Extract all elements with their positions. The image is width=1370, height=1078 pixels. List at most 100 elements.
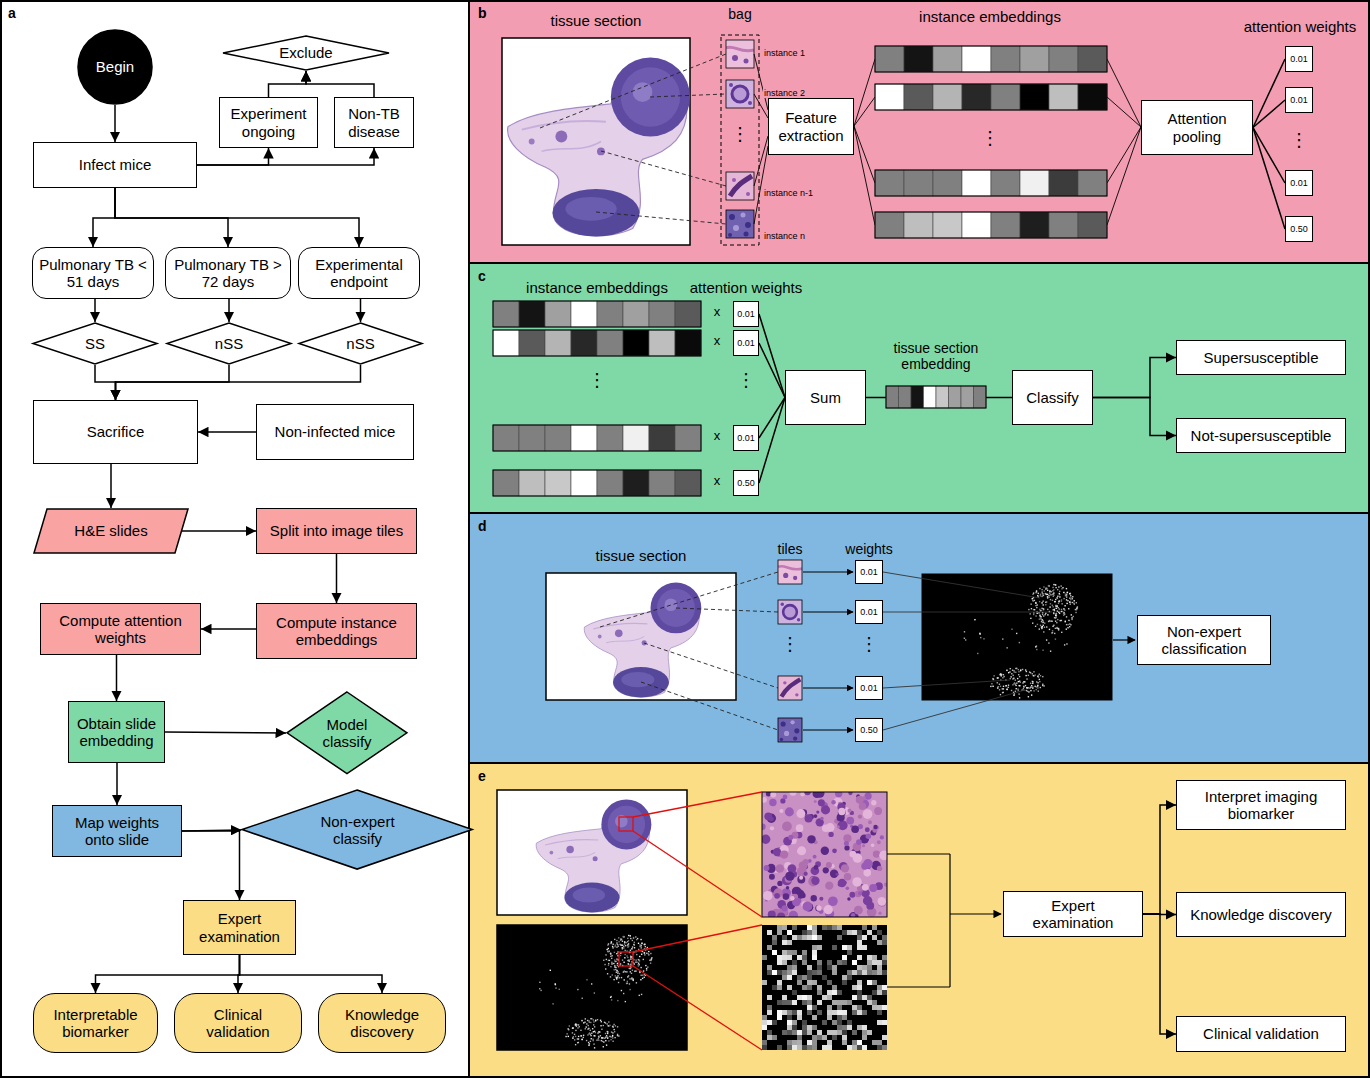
heat-cell: [882, 990, 887, 995]
heat-cell: [877, 940, 882, 945]
connector-arrow: [201, 628, 256, 630]
heat-cell: [807, 995, 812, 1000]
annotation-label: ⋮: [737, 370, 755, 391]
heat-cell: [847, 1020, 852, 1025]
process-box: 0.01: [855, 676, 883, 700]
embedding-cell: [493, 470, 519, 496]
terminal-box: Experimental endpoint: [298, 247, 420, 299]
heat-cell: [762, 1040, 767, 1045]
embedding-cell: [1049, 84, 1078, 110]
node-text: 0.50: [860, 725, 878, 735]
connector-arrow: [96, 955, 240, 993]
connector-arrow: [198, 431, 256, 433]
heat-cell: [882, 935, 887, 940]
node-text: Pulmonary TB < 51 days: [39, 256, 148, 291]
heat-cell: [767, 930, 772, 935]
process-box: Split into image tiles: [256, 508, 417, 554]
heat-cell: [797, 1015, 802, 1020]
process-box: Not-supersusceptible: [1176, 418, 1346, 453]
diamond-shape: [33, 323, 157, 364]
text-holder: SS: [85, 335, 105, 352]
embedding-cell: [962, 46, 991, 72]
heat-cell: [832, 970, 837, 975]
annotation-label: ⋮: [860, 634, 878, 655]
connector-arrow: [240, 955, 383, 993]
tissue-texture: [868, 820, 872, 824]
node-text: Begin: [96, 58, 134, 75]
heat-cell: [762, 1020, 767, 1025]
text-holder: Experimental endpoint: [305, 256, 414, 291]
tissue-texture: [775, 864, 784, 873]
heat-cell: [762, 955, 767, 960]
heat-cell: [812, 1005, 817, 1010]
tissue-texture: [785, 871, 794, 880]
heat-cell: [862, 1010, 867, 1015]
text-holder: Expert examination: [1010, 897, 1137, 932]
annotation-label: instance n: [763, 231, 806, 241]
tissue-texture: [852, 877, 861, 886]
heat-cell: [772, 940, 777, 945]
tissue-texture: [856, 839, 862, 845]
text-holder: Clinical validation: [181, 1006, 296, 1041]
heat-cell: [872, 980, 877, 985]
heat-cell: [787, 965, 792, 970]
embedding-cell: [1049, 212, 1078, 238]
heat-cell: [862, 1025, 867, 1030]
tissue-texture: [825, 882, 833, 890]
annotation-label: tissue section: [596, 547, 687, 564]
tissue-texture: [830, 870, 838, 878]
figure-panel: aBeginExcludeExperiment ongoingNon-TB di…: [0, 0, 469, 1078]
embedding-cell: [924, 386, 937, 408]
node-text: 0.50: [737, 478, 755, 488]
text-holder: Sacrifice: [87, 423, 145, 440]
diamond-shape: [242, 790, 472, 869]
process-box: 0.01: [855, 560, 883, 584]
connector-arrow: [114, 105, 116, 142]
heat-cell: [852, 1040, 857, 1045]
connector-arrow: [759, 314, 785, 398]
heat-cell: [842, 945, 847, 950]
heat-cell: [862, 995, 867, 1000]
heat-cell: [842, 1010, 847, 1015]
embedding-cell: [597, 301, 623, 327]
heat-cell: [817, 960, 822, 965]
heat-cell: [842, 1030, 847, 1035]
node-text: 0.50: [1290, 224, 1308, 234]
heat-cell: [882, 1045, 887, 1050]
heat-cell: [882, 1005, 887, 1010]
heat-cell: [847, 975, 852, 980]
embedding-cell: [545, 330, 571, 356]
heat-cell: [787, 970, 792, 975]
tissue-texture: [863, 809, 873, 819]
heat-cell: [837, 960, 842, 965]
heat-cell: [862, 945, 867, 950]
text-holder: 0.01: [737, 309, 755, 319]
embedding-cell: [911, 386, 924, 408]
panel-letter: e: [478, 768, 486, 784]
heat-cell: [882, 985, 887, 990]
heat-cell: [852, 985, 857, 990]
heat-cell: [777, 1045, 782, 1050]
heat-cell: [807, 1045, 812, 1050]
text-holder: Knowledge discovery: [1190, 906, 1332, 923]
tissue-texture: [831, 800, 835, 804]
tissue-texture: [797, 875, 805, 883]
text-holder: 0.50: [860, 725, 878, 735]
embedding-bar: [493, 301, 701, 327]
process-box: Sacrifice: [33, 400, 198, 464]
heat-cell: [782, 940, 787, 945]
annotation-label: attention weights: [1244, 18, 1357, 35]
heat-cell: [832, 985, 837, 990]
node-text: Experimental endpoint: [305, 256, 414, 291]
connector-arrow: [116, 655, 118, 701]
heat-cell: [802, 975, 807, 980]
heat-cell: [782, 1010, 787, 1015]
heat-cell: [762, 980, 767, 985]
embedding-cell: [904, 84, 933, 110]
process-box: Expert examination: [1003, 891, 1143, 937]
text-holder: e: [478, 768, 486, 784]
text-holder: Non-expert classification: [1144, 623, 1265, 658]
decision-diamond: nSS: [298, 322, 423, 365]
heat-cell: [872, 990, 877, 995]
node-text: Compute attention weights: [47, 612, 195, 647]
